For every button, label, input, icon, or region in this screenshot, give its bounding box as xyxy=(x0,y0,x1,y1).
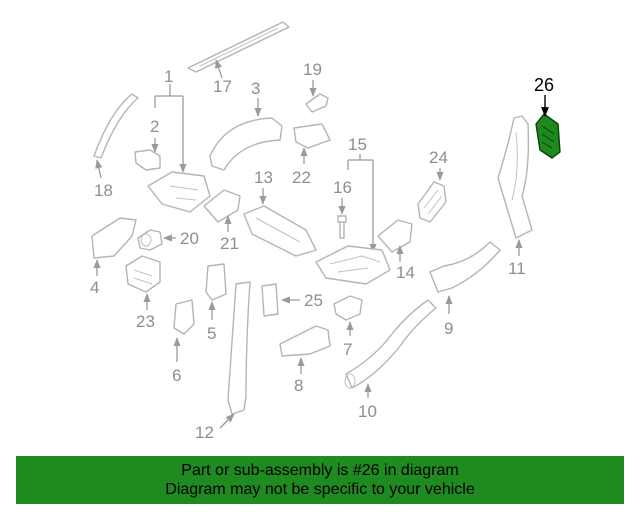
part-4-side-duct[interactable] xyxy=(91,217,137,259)
callout-24: 24 xyxy=(429,148,448,181)
callout-23-label: 23 xyxy=(136,312,155,331)
callout-5-label: 5 xyxy=(207,324,216,343)
callout-14-label: 14 xyxy=(396,263,415,282)
part-12-rear-duct[interactable] xyxy=(227,281,251,415)
callout-2: 2 xyxy=(150,117,159,153)
callout-4-label: 4 xyxy=(90,278,99,297)
part-15-heater-unit[interactable] xyxy=(315,245,391,285)
callout-8-label: 8 xyxy=(294,376,303,395)
callout-17-label: 17 xyxy=(213,77,232,96)
part-19-small-clip[interactable] xyxy=(305,93,329,113)
part-22-vent-bracket[interactable] xyxy=(293,123,331,149)
callout-21: 21 xyxy=(220,215,239,253)
callout-18: 18 xyxy=(94,159,113,200)
part-7-connector[interactable] xyxy=(333,295,363,321)
callout-19-label: 19 xyxy=(303,60,322,79)
callout-6-label: 6 xyxy=(172,366,181,385)
part-11-right-duct[interactable] xyxy=(497,115,533,239)
callout-13: 13 xyxy=(254,168,273,205)
callout-5: 5 xyxy=(207,301,216,343)
callout-14: 14 xyxy=(396,245,415,282)
callout-23: 23 xyxy=(136,293,155,331)
callout-16: 16 xyxy=(333,178,352,215)
part-24-side-vent[interactable] xyxy=(417,181,447,223)
exploded-parts-diagram: 17 18 1 2 3 19 xyxy=(90,21,561,442)
info-banner: Part or sub-assembly is #26 in diagram D… xyxy=(16,456,624,504)
callout-4: 4 xyxy=(90,259,101,297)
part-21-vent-duct[interactable] xyxy=(203,189,241,223)
part-20-round-nozzle[interactable] xyxy=(137,229,163,251)
callout-24-label: 24 xyxy=(429,148,448,167)
banner-line-1: Part or sub-assembly is #26 in diagram xyxy=(181,462,459,479)
part-3-upper-duct[interactable] xyxy=(209,117,283,171)
callout-15-label: 15 xyxy=(348,135,367,154)
callout-18-label: 18 xyxy=(94,181,113,200)
part-6-lower-duct[interactable] xyxy=(173,299,195,335)
callout-10-label: 10 xyxy=(358,402,377,421)
part-2-clip[interactable] xyxy=(134,149,161,171)
part-10-rear-floor-duct[interactable] xyxy=(344,299,437,389)
part-1-center-duct[interactable] xyxy=(147,171,211,213)
callout-11: 11 xyxy=(508,239,526,278)
part-23-vent-grille[interactable] xyxy=(125,255,161,293)
callout-2-label: 2 xyxy=(150,117,159,136)
callout-26: 26 xyxy=(534,75,554,117)
banner-line-2: Diagram may not be specific to your vehi… xyxy=(165,481,475,498)
part-26-highlighted-vent[interactable] xyxy=(535,113,561,159)
callout-21-label: 21 xyxy=(220,234,239,253)
callout-1: 1 xyxy=(154,67,187,173)
callout-6: 6 xyxy=(172,337,181,385)
callout-11-label: 11 xyxy=(508,259,526,278)
callout-7: 7 xyxy=(343,321,354,359)
callout-3-label: 3 xyxy=(251,79,260,98)
callout-16-label: 16 xyxy=(333,178,352,197)
part-18-side-strip[interactable] xyxy=(93,93,139,159)
callout-1-label: 1 xyxy=(164,67,173,86)
part-25-gasket[interactable] xyxy=(261,283,279,317)
callout-25: 25 xyxy=(281,291,323,310)
callout-7-label: 7 xyxy=(343,340,352,359)
callout-19: 19 xyxy=(303,60,322,97)
part-9-elbow-duct[interactable] xyxy=(429,241,501,293)
part-14-bracket[interactable] xyxy=(377,219,413,253)
part-16-screw[interactable] xyxy=(337,215,347,239)
callout-8: 8 xyxy=(294,357,305,395)
callout-12-label: 12 xyxy=(195,423,214,442)
part-17-defroster-garnish[interactable] xyxy=(187,21,290,73)
part-8-floor-duct[interactable] xyxy=(279,325,331,357)
callout-22: 22 xyxy=(292,147,311,187)
callout-3: 3 xyxy=(251,79,262,117)
callout-12: 12 xyxy=(195,413,235,442)
callout-9-label: 9 xyxy=(444,319,453,338)
callout-26-label: 26 xyxy=(534,75,554,95)
part-13-center-duct[interactable] xyxy=(243,205,317,257)
callout-9: 9 xyxy=(444,295,453,338)
callout-22-label: 22 xyxy=(292,168,311,187)
callout-15: 15 xyxy=(347,135,377,253)
part-5-vertical-duct[interactable] xyxy=(205,263,227,301)
callout-25-label: 25 xyxy=(304,291,323,310)
callout-20-label: 20 xyxy=(180,229,199,248)
callout-10: 10 xyxy=(358,383,377,421)
callout-13-label: 13 xyxy=(254,168,273,187)
callout-20: 20 xyxy=(163,229,199,248)
callout-17: 17 xyxy=(213,59,232,96)
